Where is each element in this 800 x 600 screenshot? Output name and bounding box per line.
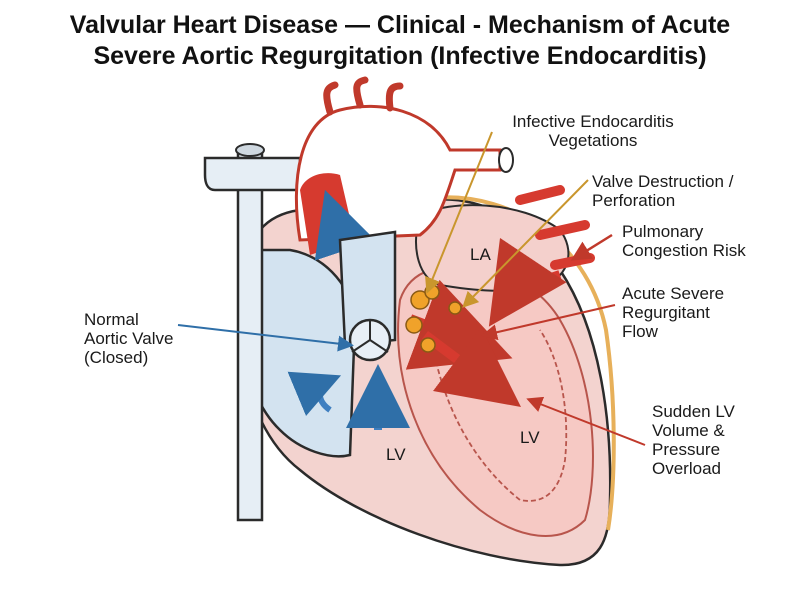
- page-title: Valvular Heart Disease — Clinical - Mech…: [0, 10, 800, 72]
- leader-overload: [526, 396, 646, 446]
- lv-trabeculae: [429, 329, 568, 502]
- title-line-1: Valvular Heart Disease — Clinical - Mech…: [69, 11, 731, 39]
- label-valve-destruction: Valve Destruction / Perforation: [592, 172, 734, 210]
- aorta-opening: [498, 147, 514, 173]
- leader-regurgitant: [481, 304, 616, 341]
- title-line-2: Severe Aortic Regurgitation (Infective E…: [93, 42, 707, 70]
- curl-arrow: [287, 371, 342, 417]
- pulmonary-trunk: [203, 156, 302, 192]
- label-normal-aortic-valve: Normal Aortic Valve (Closed): [84, 310, 174, 367]
- label-regurgitant-flow: Acute Severe Regurgitant Flow: [622, 284, 725, 341]
- aortic-root: [338, 230, 397, 347]
- label-lv-overload: Sudden LV Volume & Pressure Overload: [652, 402, 735, 478]
- regurgitant-jet-down: [422, 327, 521, 407]
- leader-valve-destruction: [462, 179, 589, 308]
- valve-cusps: [351, 320, 389, 353]
- svc-opening: [235, 143, 265, 157]
- leader-pulmonary: [570, 233, 613, 261]
- label-lv-left: LV: [386, 445, 406, 464]
- label-lv-right: LV: [520, 428, 540, 447]
- label-pulmonary-congestion: Pulmonary Congestion Risk: [622, 222, 746, 260]
- leader-vegetations: [425, 131, 493, 294]
- leader-normal-valve: [177, 324, 354, 352]
- label-la: LA: [470, 245, 491, 264]
- aortic-branches: [323, 76, 404, 116]
- label-vegetations: Infective Endocarditis Vegetations: [512, 112, 674, 150]
- regurgitant-jet-curve: [488, 237, 567, 327]
